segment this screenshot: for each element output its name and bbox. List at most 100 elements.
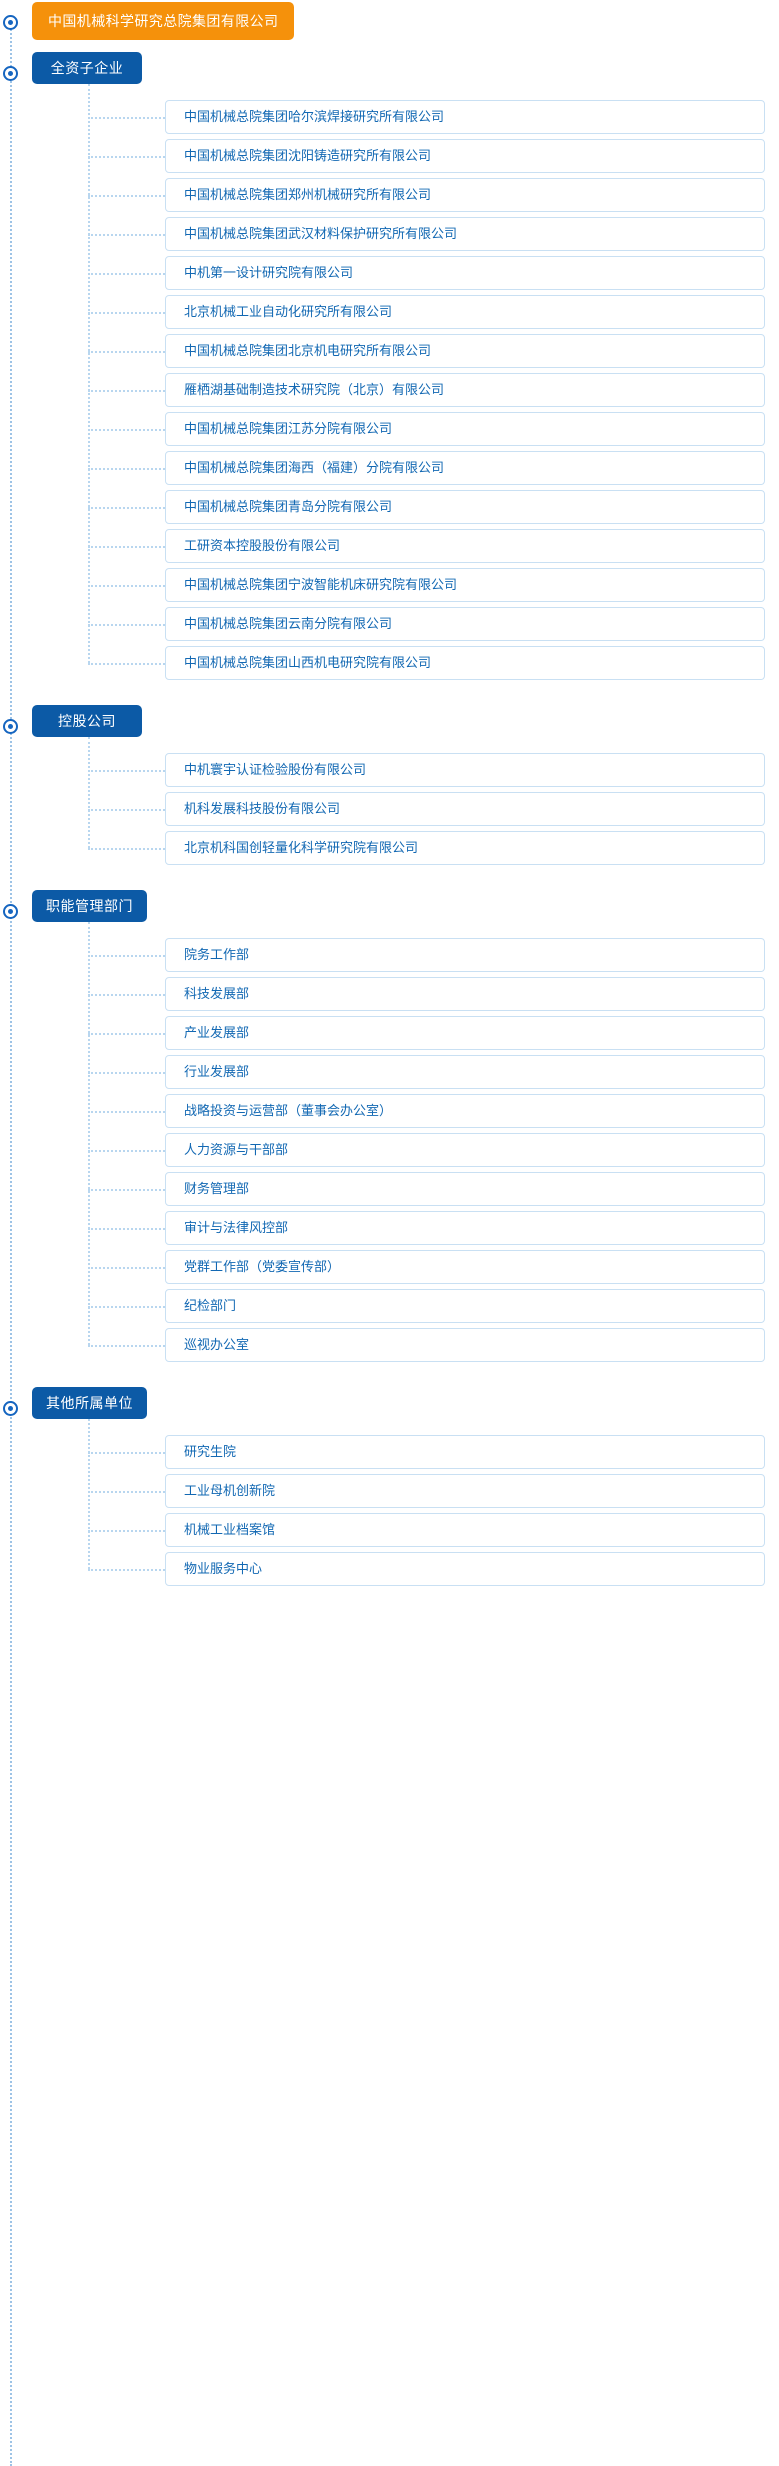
org-item-row: 中国机械总院集团沈阳铸造研究所有限公司 [0,137,779,176]
item-connector-line [88,1345,165,1347]
org-item-row: 纪检部门 [0,1287,779,1326]
org-item-row: 院务工作部 [0,936,779,975]
item-connector-line [88,1491,165,1493]
item-connector-line [88,770,165,772]
org-item-card[interactable]: 中国机械总院集团青岛分院有限公司 [165,490,765,524]
org-item-card[interactable]: 中国机械总院集团山西机电研究院有限公司 [165,646,765,680]
item-connector-line [88,1072,165,1074]
item-connector-line [88,390,165,392]
group-category-label[interactable]: 控股公司 [32,705,142,737]
org-item-card[interactable]: 雁栖湖基础制造技术研究院（北京）有限公司 [165,373,765,407]
org-item-card[interactable]: 中国机械总院集团沈阳铸造研究所有限公司 [165,139,765,173]
org-item-label: 中机第一设计研究院有限公司 [184,265,354,280]
org-item-label: 中国机械总院集团云南分院有限公司 [184,616,393,631]
org-item-card[interactable]: 机科发展科技股份有限公司 [165,792,765,826]
org-item-card[interactable]: 中机第一设计研究院有限公司 [165,256,765,290]
org-item-label: 院务工作部 [184,947,250,962]
org-item-row: 战略投资与运营部（董事会办公室） [0,1092,779,1131]
org-item-row: 机械工业档案馆 [0,1511,779,1550]
group-children-list: 研究生院工业母机创新院机械工业档案馆物业服务中心 [0,1419,779,1589]
org-item-label: 机械工业档案馆 [184,1522,276,1537]
org-item-row: 中国机械总院集团宁波智能机床研究院有限公司 [0,566,779,605]
org-group: 控股公司中机寰宇认证检验股份有限公司机科发展科技股份有限公司北京机科国创轻量化科… [0,705,779,890]
org-item-row: 审计与法律风控部 [0,1209,779,1248]
org-item-card[interactable]: 纪检部门 [165,1289,765,1323]
group-header-row: 其他所属单位 [0,1387,779,1433]
org-item-row: 人力资源与干部部 [0,1131,779,1170]
org-item-card[interactable]: 产业发展部 [165,1016,765,1050]
org-item-label: 中国机械总院集团武汉材料保护研究所有限公司 [184,226,458,241]
org-item-label: 中国机械总院集团山西机电研究院有限公司 [184,655,432,670]
org-item-card[interactable]: 党群工作部（党委宣传部） [165,1250,765,1284]
org-item-row: 工业母机创新院 [0,1472,779,1511]
org-item-card[interactable]: 科技发展部 [165,977,765,1011]
item-connector-line [88,1569,165,1571]
org-item-card[interactable]: 工研资本控股股份有限公司 [165,529,765,563]
org-item-label: 纪检部门 [184,1298,237,1313]
org-item-row: 党群工作部（党委宣传部） [0,1248,779,1287]
org-item-card[interactable]: 中国机械总院集团海西（福建）分院有限公司 [165,451,765,485]
group-bullet-icon [3,719,18,734]
org-item-row: 机科发展科技股份有限公司 [0,790,779,829]
org-item-card[interactable]: 中国机械总院集团江苏分院有限公司 [165,412,765,446]
org-item-row: 中国机械总院集团江苏分院有限公司 [0,410,779,449]
org-item-row: 中国机械总院集团武汉材料保护研究所有限公司 [0,215,779,254]
org-item-label: 中国机械总院集团哈尔滨焊接研究所有限公司 [184,109,445,124]
org-item-row: 巡视办公室 [0,1326,779,1365]
org-item-card[interactable]: 审计与法律风控部 [165,1211,765,1245]
org-item-label: 中国机械总院集团北京机电研究所有限公司 [184,343,432,358]
org-item-card[interactable]: 中国机械总院集团北京机电研究所有限公司 [165,334,765,368]
item-connector-line [88,273,165,275]
item-connector-line [88,809,165,811]
org-item-row: 物业服务中心 [0,1550,779,1589]
org-item-card[interactable]: 院务工作部 [165,938,765,972]
org-item-label: 工业母机创新院 [184,1483,276,1498]
root-organization-node[interactable]: 中国机械科学研究总院集团有限公司 [32,2,295,40]
group-header-row: 控股公司 [0,705,779,751]
org-item-label: 中国机械总院集团宁波智能机床研究院有限公司 [184,577,458,592]
group-category-label[interactable]: 其他所属单位 [32,1387,147,1419]
org-item-card[interactable]: 行业发展部 [165,1055,765,1089]
org-item-card[interactable]: 中国机械总院集团武汉材料保护研究所有限公司 [165,217,765,251]
item-connector-line [88,234,165,236]
org-item-label: 研究生院 [184,1444,237,1459]
org-item-card[interactable]: 巡视办公室 [165,1328,765,1362]
group-header-row: 全资子企业 [0,52,779,98]
org-item-card[interactable]: 人力资源与干部部 [165,1133,765,1167]
org-item-card[interactable]: 财务管理部 [165,1172,765,1206]
item-connector-line [88,351,165,353]
org-item-label: 行业发展部 [184,1064,250,1079]
org-item-card[interactable]: 北京机械工业自动化研究所有限公司 [165,295,765,329]
item-connector-line [88,955,165,957]
item-connector-line [88,848,165,850]
org-item-card[interactable]: 中国机械总院集团郑州机械研究所有限公司 [165,178,765,212]
group-category-label[interactable]: 全资子企业 [32,52,142,84]
group-category-label[interactable]: 职能管理部门 [32,890,147,922]
org-item-card[interactable]: 工业母机创新院 [165,1474,765,1508]
group-children-list: 中机寰宇认证检验股份有限公司机科发展科技股份有限公司北京机科国创轻量化科学研究院… [0,737,779,868]
item-connector-line [88,1111,165,1113]
org-group: 其他所属单位研究生院工业母机创新院机械工业档案馆物业服务中心 [0,1387,779,1611]
org-item-card[interactable]: 战略投资与运营部（董事会办公室） [165,1094,765,1128]
org-item-card[interactable]: 中国机械总院集团云南分院有限公司 [165,607,765,641]
org-item-label: 人力资源与干部部 [184,1142,289,1157]
org-item-label: 中机寰宇认证检验股份有限公司 [184,762,367,777]
org-item-label: 机科发展科技股份有限公司 [184,801,341,816]
item-connector-line [88,1530,165,1532]
org-item-row: 中国机械总院集团郑州机械研究所有限公司 [0,176,779,215]
org-group: 全资子企业中国机械总院集团哈尔滨焊接研究所有限公司中国机械总院集团沈阳铸造研究所… [0,52,779,705]
org-item-label: 物业服务中心 [184,1561,263,1576]
item-connector-line [88,156,165,158]
org-item-card[interactable]: 机械工业档案馆 [165,1513,765,1547]
item-connector-line [88,663,165,665]
org-item-card[interactable]: 中机寰宇认证检验股份有限公司 [165,753,765,787]
item-connector-line [88,585,165,587]
org-item-card[interactable]: 研究生院 [165,1435,765,1469]
org-item-card[interactable]: 物业服务中心 [165,1552,765,1586]
org-item-row: 中机第一设计研究院有限公司 [0,254,779,293]
org-item-card[interactable]: 中国机械总院集团宁波智能机床研究院有限公司 [165,568,765,602]
org-item-card[interactable]: 中国机械总院集团哈尔滨焊接研究所有限公司 [165,100,765,134]
org-item-card[interactable]: 北京机科国创轻量化科学研究院有限公司 [165,831,765,865]
item-connector-line [88,994,165,996]
